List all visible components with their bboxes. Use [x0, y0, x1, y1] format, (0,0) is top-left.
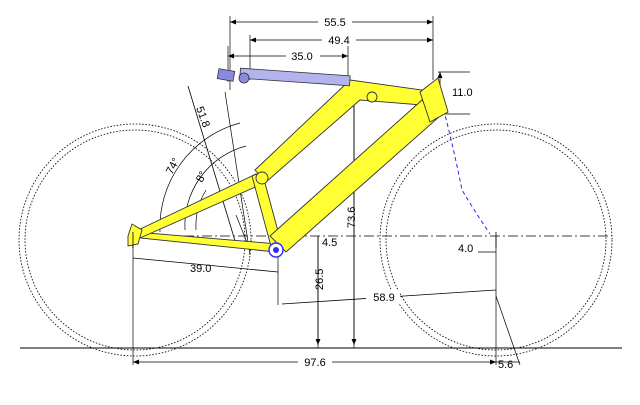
- bb-drop-label: 4.5: [322, 237, 337, 249]
- down-tube: [269, 99, 441, 253]
- seat-tube-length-label: 51.8: [193, 105, 212, 129]
- head-tube-label: 11.0: [452, 87, 473, 99]
- fork-line: [439, 95, 491, 235]
- stay-angle-label: 8°: [194, 169, 210, 184]
- head-tube: [419, 77, 449, 123]
- stem-and-seatpost: [216, 67, 351, 87]
- front-center-label: 58.9: [373, 292, 394, 304]
- front-wheel: [379, 123, 613, 357]
- fork-offset-label: 4.0: [458, 243, 473, 255]
- trail-label: 5.6: [498, 359, 513, 371]
- rear-wheel: [18, 123, 252, 357]
- wheelbase-label: 97.6: [304, 357, 325, 369]
- bottom-bracket-center: [273, 247, 279, 253]
- seat-offset-label: 35.0: [291, 51, 312, 63]
- chainstay-label: 39.0: [190, 263, 211, 275]
- rear-dropout: [127, 223, 143, 247]
- top-tube-effective-label: 55.5: [324, 17, 345, 29]
- seat-cluster: [255, 171, 269, 185]
- bb-height-label: 26.5: [314, 269, 326, 290]
- bottle-boss: [366, 91, 378, 103]
- dimension-labels: 55.5 49.4 35.0 11.0 51.8 74° 8° 39.0 4.5…: [164, 15, 513, 371]
- stack-label: 73.6: [346, 207, 358, 228]
- seat-angle-label: 74°: [164, 156, 182, 176]
- dimension-arrowheads: [133, 19, 496, 365]
- chainstay: [135, 231, 279, 253]
- top-tube-stack-label: 49.4: [328, 35, 349, 47]
